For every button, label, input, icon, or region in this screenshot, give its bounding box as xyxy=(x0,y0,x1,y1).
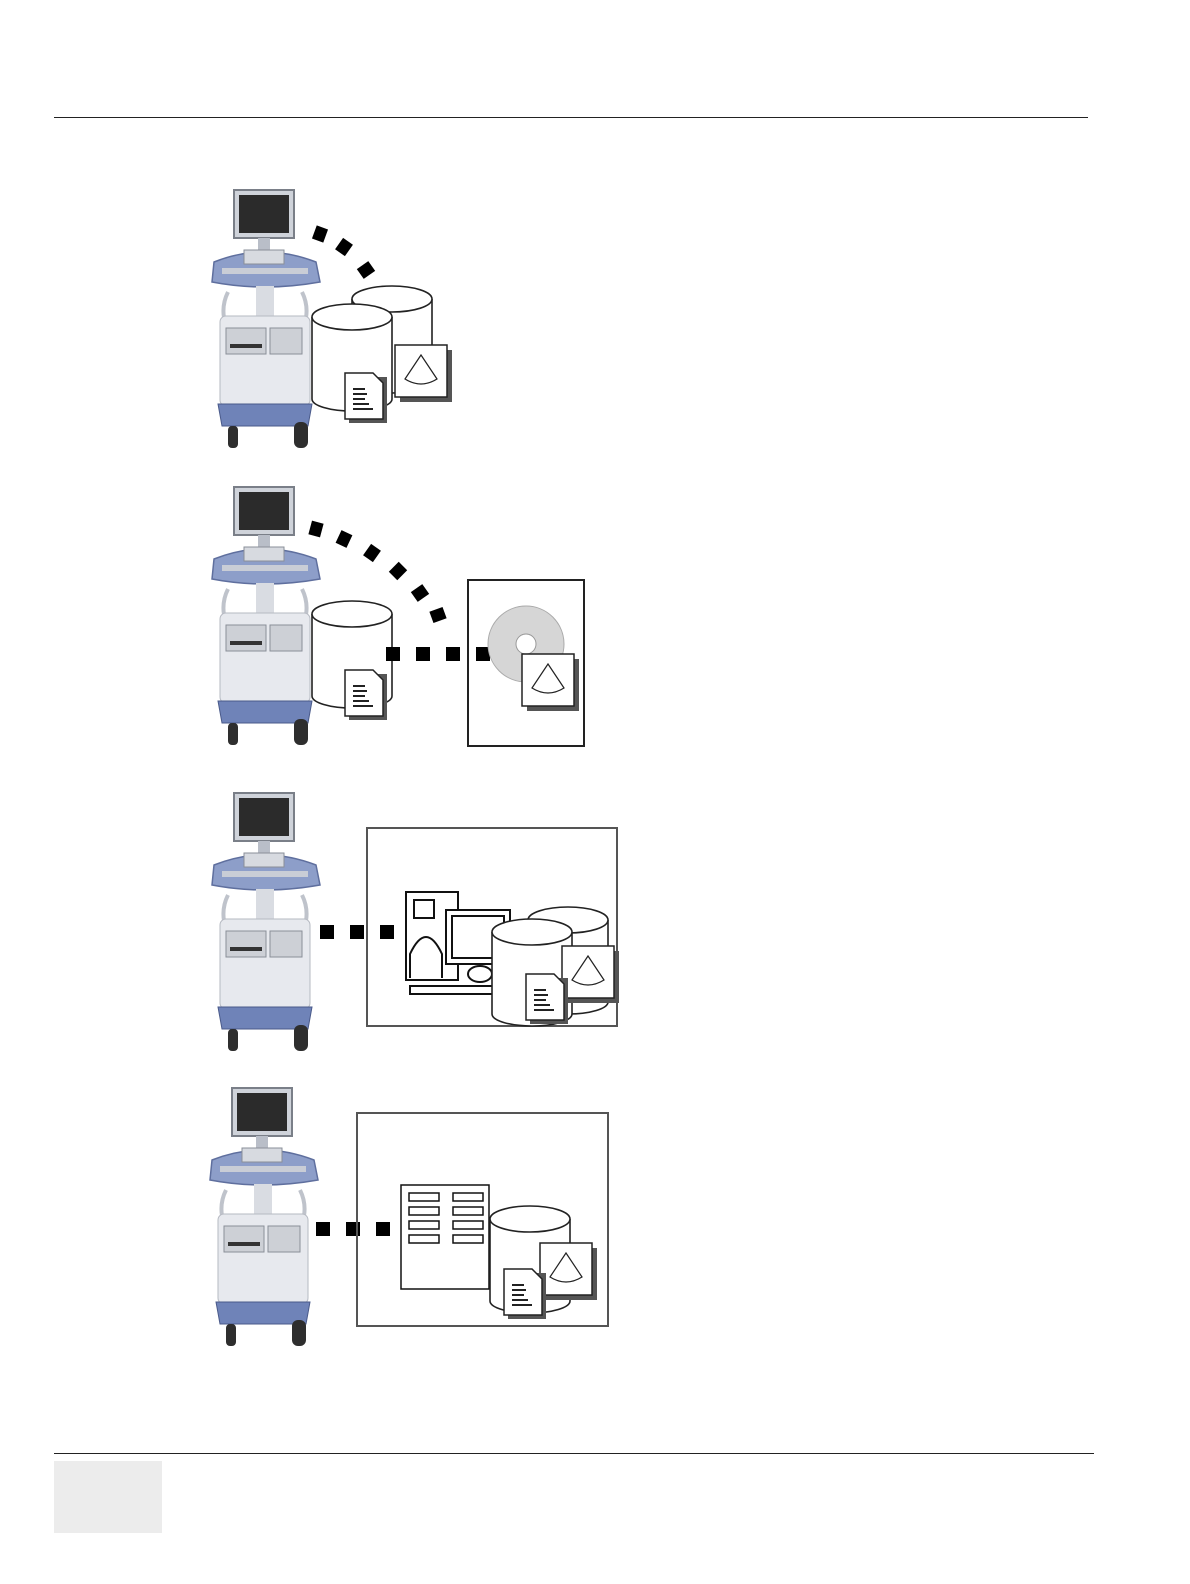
panel-network-workstation xyxy=(210,788,630,1068)
image-sector-icon xyxy=(540,1243,597,1300)
server-rack-icon xyxy=(401,1185,489,1289)
image-sector-icon xyxy=(562,946,619,1003)
wireless-link-dots xyxy=(312,225,375,279)
ultrasound-system-icon xyxy=(212,793,320,1051)
network-link-dots xyxy=(320,925,394,939)
ultrasound-system-icon xyxy=(212,487,320,745)
document-icon xyxy=(345,670,387,720)
image-sector-icon xyxy=(395,345,452,402)
panel-network-server xyxy=(208,1083,628,1363)
panel-local-archive xyxy=(210,185,460,465)
document-icon xyxy=(345,373,387,423)
image-sector-icon xyxy=(522,654,579,711)
footer-tab xyxy=(54,1461,162,1533)
header-rule xyxy=(54,117,1088,118)
ultrasound-system-icon xyxy=(212,190,320,448)
document-icon xyxy=(526,974,568,1024)
panel-removable-media xyxy=(210,482,600,762)
network-link-dots xyxy=(316,1222,390,1236)
document-icon xyxy=(504,1269,546,1319)
network-link-dots xyxy=(386,647,490,661)
footer-rule xyxy=(54,1453,1094,1454)
ultrasound-system-icon xyxy=(210,1088,318,1346)
